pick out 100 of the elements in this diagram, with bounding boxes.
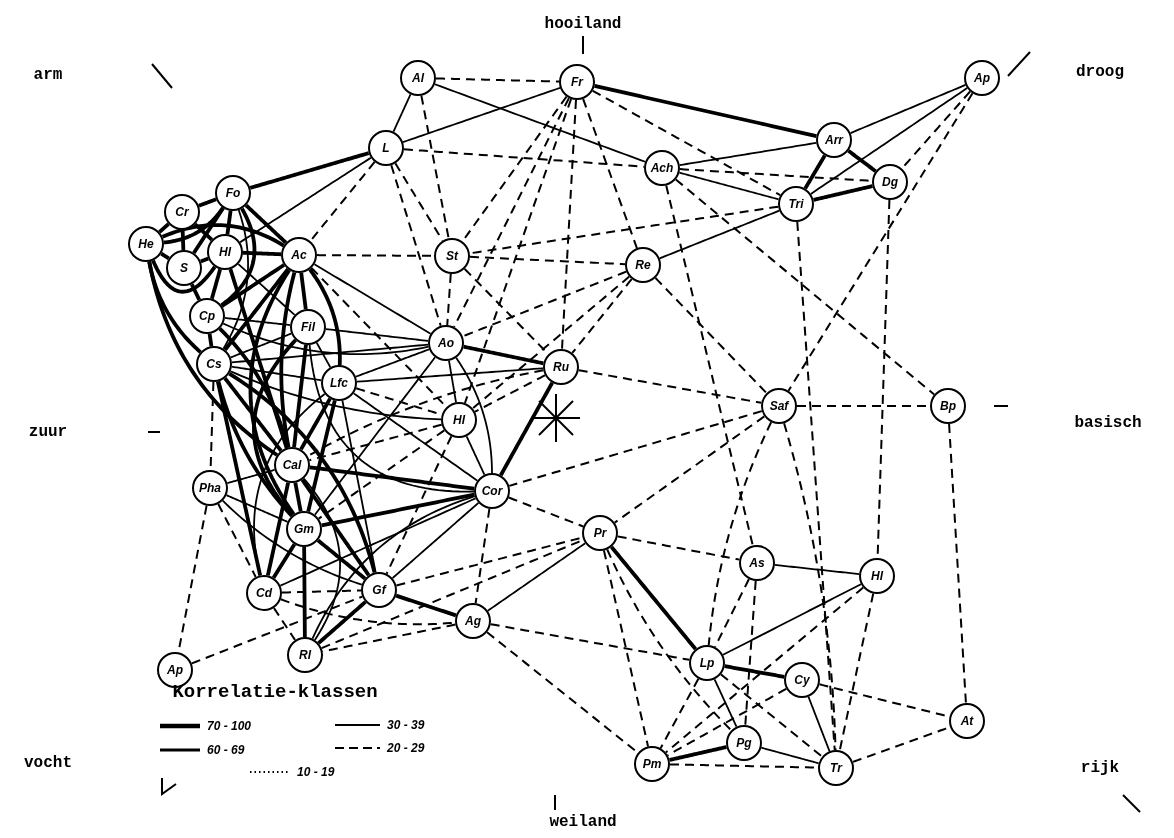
node-circle [559,64,595,100]
node-label: Saf [769,399,789,413]
legend-label: 20 - 29 [387,741,425,755]
dashed-line [665,184,754,547]
node-label: Ag [465,614,481,628]
node-label: Ac [291,248,307,262]
node-label: Pg [736,736,752,750]
connector-line [248,269,296,516]
connector-line [669,745,727,762]
connector-line [308,344,475,493]
connector-line [807,695,831,753]
node-circle [634,746,670,782]
node-label: Cd [256,586,272,600]
connector-line [190,282,201,302]
connector-line [237,263,296,316]
connector-line [321,492,475,528]
dashed-line [948,422,967,705]
connector-line [678,142,818,166]
dashed-line [654,276,768,395]
axis-label: basisch [1074,414,1142,432]
connector-line [147,261,279,457]
dashed-line [317,429,446,520]
connector-line [271,543,297,579]
node-label: Gf [372,583,386,597]
connector-line [299,397,332,451]
connector-line [391,501,480,580]
node-label: Tri [788,197,804,211]
dashed-line [707,421,773,647]
connector-line [220,207,257,307]
dashed-line [796,220,836,752]
axis-label: zuur [28,423,68,441]
connector-line [306,400,337,512]
dashed-line [508,410,763,487]
dashed-line [474,507,491,605]
axis-label: arm [33,66,63,84]
node-label: Ap [974,71,990,85]
node-circle [739,545,775,581]
connector-line [395,593,457,618]
dashed-line [507,496,585,528]
connector-line [356,367,544,383]
node-label: Pha [199,481,221,495]
node-circle [434,238,470,274]
connector-line [224,317,291,326]
connector-line [724,664,785,679]
connector-line [455,356,493,474]
dashed-line [471,275,631,410]
connector-line [463,344,544,366]
node-circle [474,473,510,509]
node-label: Ap [167,663,183,677]
node-label: Rl [299,648,311,662]
node-circle [246,575,282,611]
dashed-line [463,98,573,404]
connector-line [252,338,297,517]
connector-line [163,206,225,245]
connector-line [315,341,332,369]
connector-line [313,263,432,335]
connector-line [222,322,430,356]
dashed-line [469,255,626,266]
node-label: Hl [871,569,883,583]
node-label: Ach [650,161,674,175]
connector-line [308,268,342,366]
node-circle [582,515,618,551]
node-circle [196,346,232,382]
connector-line [292,344,308,448]
node-label: Fr [571,75,583,89]
connector-line [499,381,554,477]
connector-line [465,435,486,476]
dashed-line [787,92,974,392]
connector-line [300,478,371,577]
connector-line [352,392,479,482]
node-label: Pm [642,757,662,771]
node-circle [274,447,310,483]
connector-line [249,151,370,190]
node-circle [930,388,966,424]
node-circle [128,226,164,262]
connector-line [402,86,561,143]
node-label: L [382,141,390,155]
dashed-line [489,623,691,661]
node-circle [964,60,1000,96]
connector-line [486,542,587,612]
dashed-line [281,589,362,594]
connector-line [609,545,698,651]
node-circle [761,388,797,424]
dashed-line [783,422,837,751]
connector-line [223,268,290,351]
node-circle [816,122,852,158]
node-label: Al [412,71,424,85]
connector-line [228,268,289,449]
node-circle [207,234,243,270]
dashed-line [613,415,766,524]
connector-line [810,87,968,195]
connector-line [266,482,290,576]
node-label: Hl [453,413,465,427]
connector-line [317,600,367,645]
node-label: Dg [882,175,898,189]
connector-line [434,83,646,163]
node-label: Cp [199,309,215,323]
dashed-line [561,98,577,351]
dashed-line [217,503,257,578]
node-circle [689,645,725,681]
